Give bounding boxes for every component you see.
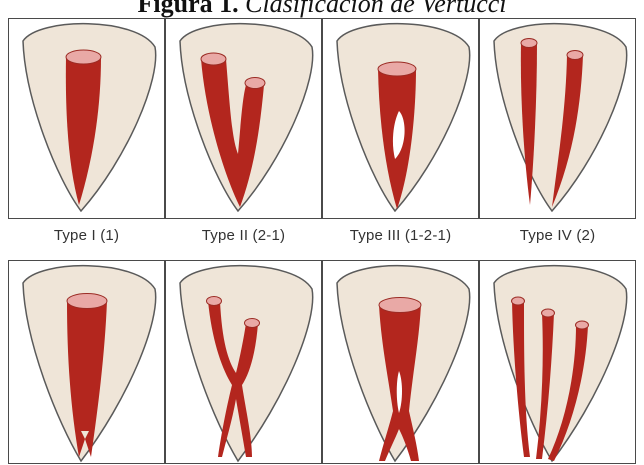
tooth-two-one-two-canal-icon <box>166 261 323 465</box>
figure-title-text: Clasificación de Vertucci <box>239 0 507 18</box>
type-label: Type III (1-2-1) <box>322 227 479 244</box>
tooth-two-to-one-canal-icon <box>166 19 323 220</box>
cell-type-5 <box>8 260 165 464</box>
tooth-one-two-one-canal-icon <box>323 19 480 220</box>
cell-type-3 <box>322 18 479 219</box>
cell-type-7 <box>322 260 479 464</box>
cell-type-2 <box>165 18 322 219</box>
cell-type-8 <box>479 260 636 464</box>
cell-type-1 <box>8 18 165 219</box>
tooth-one-to-two-canal-icon <box>9 261 166 465</box>
figure-title: Figura 1. Clasificación de Vertucci <box>0 0 644 19</box>
tooth-one-two-one-two-canal-icon <box>323 261 480 465</box>
cell-type-6 <box>165 260 322 464</box>
tooth-single-canal-icon <box>9 19 166 220</box>
tooth-two-separate-canals-icon <box>480 19 637 220</box>
vertucci-classification-grid: Type I (1) Type II (2-1) Type III (1-2-1… <box>8 18 636 464</box>
tooth-three-canals-icon <box>480 261 637 465</box>
figure-title-number: Figura 1. <box>138 0 239 18</box>
type-label: Type IV (2) <box>479 227 636 244</box>
type-label: Type I (1) <box>8 227 165 244</box>
type-label: Type II (2-1) <box>165 227 322 244</box>
cell-type-4 <box>479 18 636 219</box>
